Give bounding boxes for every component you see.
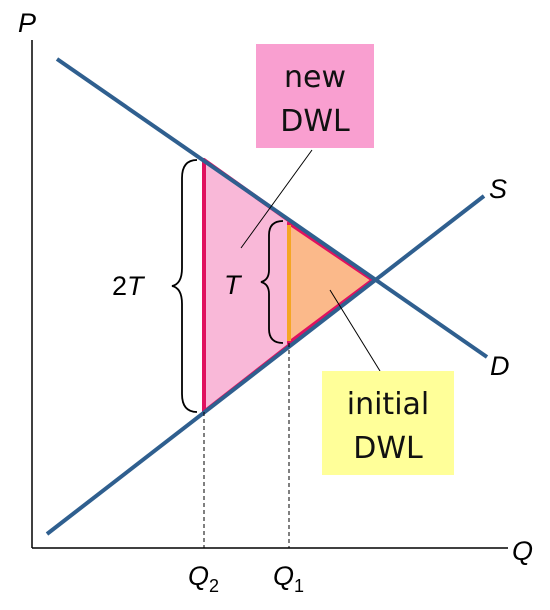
demand-curve bbox=[55, 57, 489, 359]
y-axis-label: P bbox=[18, 8, 36, 38]
supply-label: S bbox=[489, 174, 507, 204]
large-brace-label: 2T bbox=[112, 271, 146, 301]
new-dwl-pointer bbox=[240, 149, 313, 249]
large-brace bbox=[171, 159, 198, 413]
initial-dwl-box bbox=[322, 371, 454, 475]
initial-dwl-pointer bbox=[329, 289, 381, 372]
new-dwl-line1: new bbox=[284, 60, 346, 95]
demand-label: D bbox=[490, 351, 510, 381]
small-brace-label: T bbox=[224, 270, 243, 300]
initial-dwl-area bbox=[287, 221, 375, 345]
new-dwl-box bbox=[256, 44, 374, 148]
initial-dwl-line1: initial bbox=[347, 387, 430, 422]
initial-dwl-line2: DWL bbox=[353, 431, 423, 466]
x-axis-label: Q bbox=[512, 536, 533, 566]
q1-label: Q1 bbox=[273, 561, 304, 596]
q2-label: Q2 bbox=[188, 561, 219, 596]
supply-curve bbox=[45, 194, 486, 536]
new-dwl-line2: DWL bbox=[280, 104, 350, 139]
small-brace bbox=[260, 220, 284, 344]
